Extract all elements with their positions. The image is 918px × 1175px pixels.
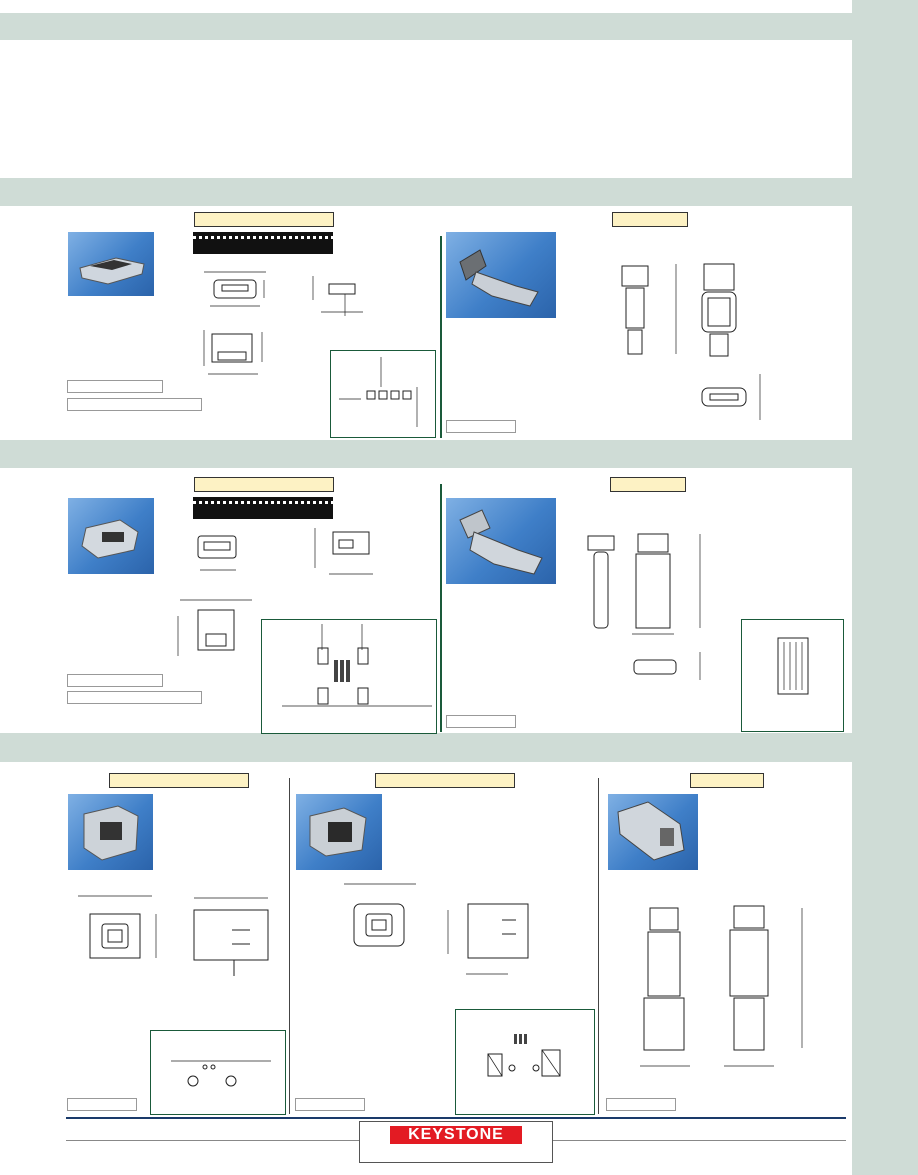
pcb-footprint-drawing [171, 1060, 271, 1087]
info-label-1 [67, 674, 163, 687]
side-view-drawing [312, 276, 363, 316]
front-view-drawing [204, 271, 266, 307]
pcb-layout-detail [150, 1030, 286, 1115]
product-photo-micro-plug [446, 232, 556, 318]
brand-logo-box: KEYSTONE [359, 1121, 553, 1163]
plug-icon [617, 801, 685, 861]
info-label-3 [446, 420, 516, 433]
plug-end-view [633, 652, 701, 680]
product-photo-type-b-right-angle [68, 794, 153, 870]
panel-divider [440, 484, 442, 732]
part-number-label [194, 212, 334, 227]
side-view-drawing [193, 897, 269, 976]
info-label-3 [606, 1098, 676, 1111]
pcb-footprint-drawing [282, 624, 432, 707]
info-label-1 [67, 380, 163, 393]
top-view-drawing [177, 599, 252, 656]
info-label-3 [446, 715, 516, 728]
section-band-micro-usb [0, 178, 852, 206]
pcb-footprint-drawing [487, 1034, 561, 1077]
product-photo-mini-receptacle [68, 498, 154, 574]
plug-icon [459, 249, 539, 307]
front-view-drawing [78, 895, 157, 959]
part-number-label [109, 773, 249, 788]
part-number-label [612, 212, 688, 227]
info-label-2 [295, 1098, 365, 1111]
plug-icon [459, 509, 543, 575]
part-number-label [375, 773, 515, 788]
info-label-2 [67, 691, 202, 704]
front-view-drawing [344, 883, 416, 947]
product-photo-mini-plug [446, 498, 556, 584]
info-label-2 [67, 398, 202, 411]
side-view-drawing [314, 528, 373, 575]
footer-rule-top [66, 1117, 846, 1119]
side-view-drawing [447, 903, 529, 975]
header-band [0, 13, 852, 40]
connector-icon [79, 257, 145, 285]
plug-drawing-views [587, 533, 701, 635]
section-band-mini-usb [0, 440, 852, 468]
plug-pcb-detail [741, 619, 844, 732]
pcb-layout-detail [455, 1009, 595, 1115]
product-photo-type-b-smt [296, 794, 382, 870]
pcb-layout-detail [330, 350, 436, 438]
pcb-layout-detail [261, 619, 437, 734]
info-label-1 [67, 1098, 137, 1111]
part-number-label [194, 477, 334, 492]
product-photo-type-b-plug [608, 794, 698, 870]
tape-reel-strip [193, 497, 333, 519]
connector-icon [309, 807, 367, 857]
part-number-label [610, 477, 686, 492]
connector-icon [83, 805, 139, 861]
right-sidebar [852, 0, 918, 1175]
tape-reel-strip [193, 232, 333, 254]
connector-icon [81, 519, 139, 559]
front-view-drawing [197, 535, 237, 571]
section-band-usb-type-b [0, 733, 852, 762]
panel-divider [289, 778, 290, 1114]
top-view-drawing [203, 330, 263, 375]
plug-drawing-views [621, 263, 737, 357]
keystone-logo: KEYSTONE [390, 1126, 522, 1144]
panel-divider [598, 778, 599, 1114]
plug-drawing-views [640, 905, 803, 1067]
pcb-footprint-drawing [339, 357, 418, 427]
part-number-label [690, 773, 764, 788]
product-photo-micro-receptacle [68, 232, 154, 296]
panel-divider [440, 236, 442, 438]
plug-end-view [701, 374, 761, 420]
pcb-pad-drawing [777, 637, 809, 695]
